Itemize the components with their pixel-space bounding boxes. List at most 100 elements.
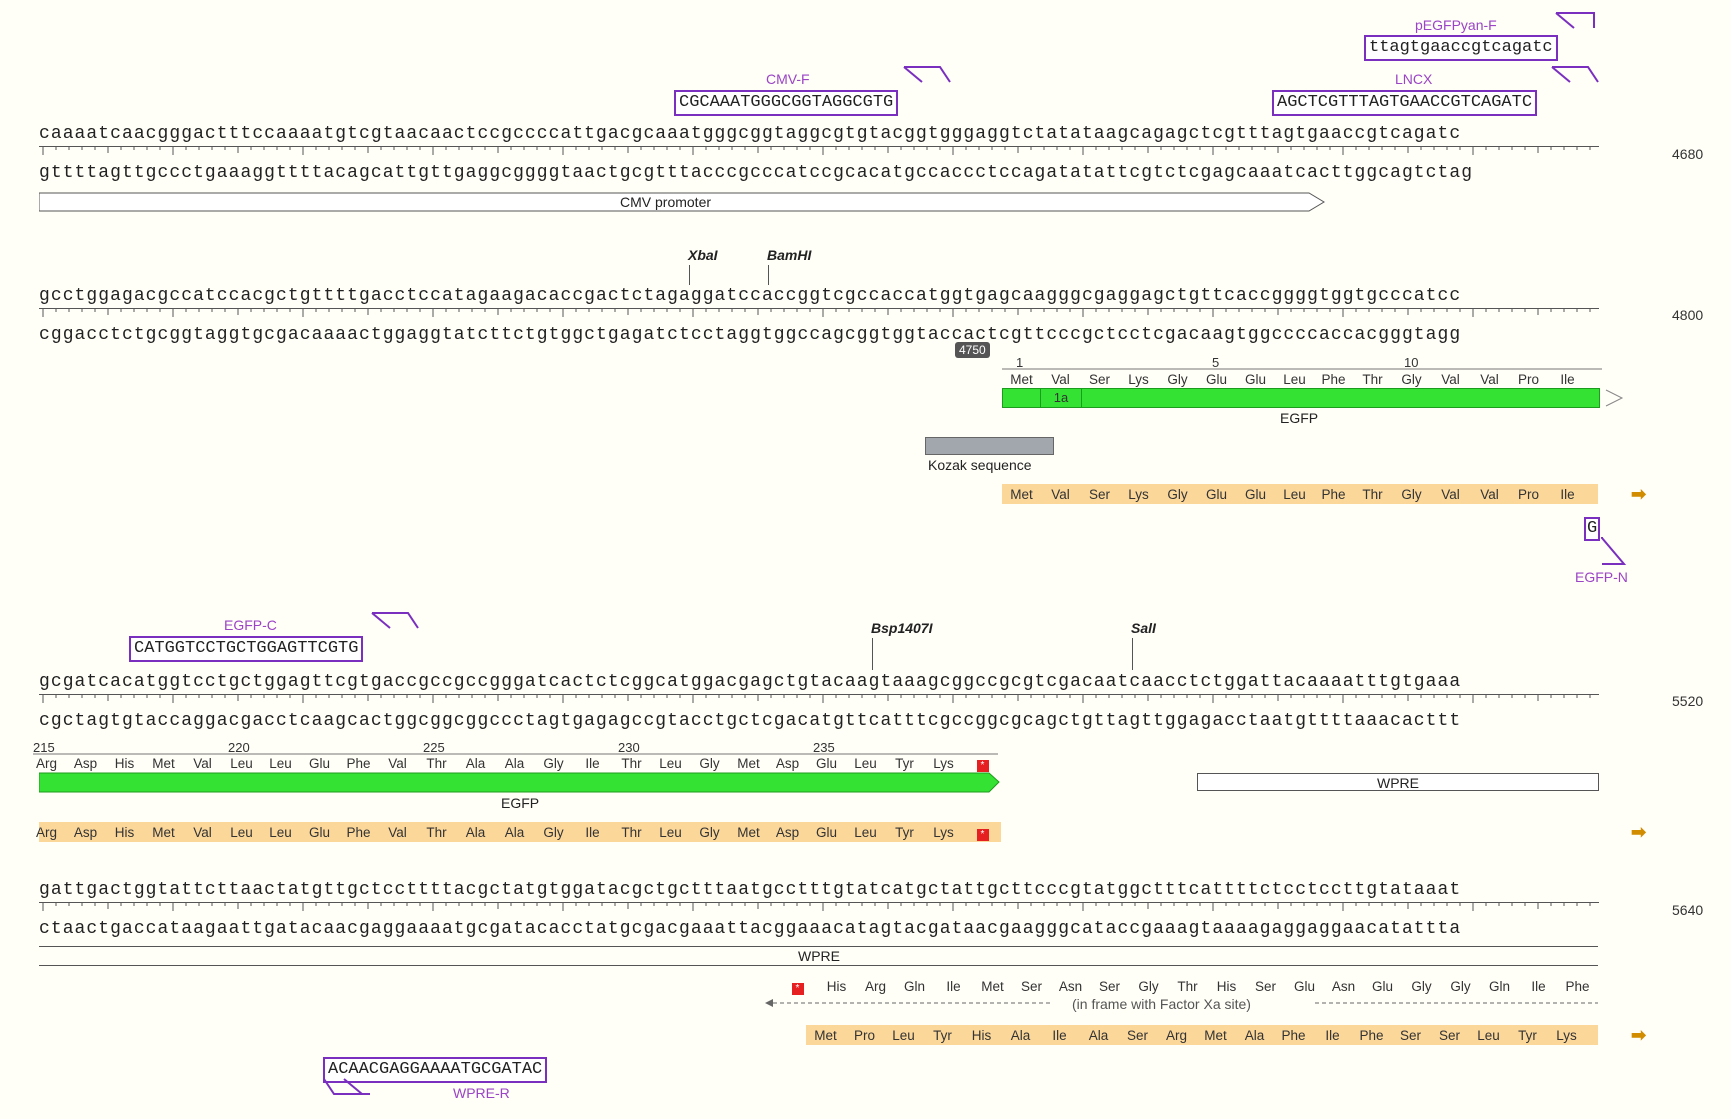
amino-acid: Met	[1010, 372, 1033, 387]
amino-acid: Val	[1051, 372, 1070, 387]
amino-acid: Ile	[585, 825, 600, 840]
dna-top-strand[interactable]: caaaatcaacgggactttccaaaatgtcgtaacaactccg…	[39, 124, 1462, 144]
amino-acid: His	[1216, 979, 1237, 994]
aa-number: 235	[813, 740, 835, 755]
amino-acid: Met	[152, 825, 175, 840]
wpre-feature-line[interactable]	[39, 946, 1598, 966]
site-bsp1407i[interactable]: Bsp1407I	[871, 620, 933, 636]
amino-acid: Phe	[1281, 1028, 1306, 1043]
egfp-feature-bar[interactable]	[39, 772, 1004, 794]
amino-acid: Ile	[585, 756, 600, 771]
feature-label: Kozak sequence	[928, 457, 1032, 473]
aa-number: 5	[1212, 355, 1220, 370]
site-xbai[interactable]: XbaI	[688, 247, 718, 263]
aa-number: 225	[423, 740, 445, 755]
amino-acid: Leu	[1477, 1028, 1500, 1043]
orf-bar[interactable]	[806, 1025, 1598, 1045]
position-badge: 4750	[955, 342, 990, 358]
amino-acid: Tyr	[1518, 1028, 1537, 1043]
amino-acid: Arg	[1165, 1028, 1187, 1043]
amino-acid: Ser	[1254, 979, 1276, 994]
dna-top-strand[interactable]: gcctggagacgccatccacgctgttttgacctccatagaa…	[39, 286, 1462, 306]
amino-acid: Leu	[659, 756, 682, 771]
aa-number: 220	[228, 740, 250, 755]
site-sali[interactable]: SalI	[1131, 620, 1156, 636]
sequence-ruler	[39, 694, 1599, 703]
amino-acid: Asp	[775, 756, 800, 771]
stop-codon-icon: *	[778, 979, 817, 995]
egfp-1a-segment: 1a	[1040, 388, 1082, 408]
amino-acid: Met	[814, 1028, 837, 1043]
sequence-ruler	[39, 146, 1599, 155]
dna-bottom-strand[interactable]: ctaactgaccataagaattgatacaacgaggaaaatgcga…	[39, 919, 1462, 939]
amino-acid: Phe	[346, 825, 371, 840]
amino-acid: Val	[388, 825, 407, 840]
amino-acid: Val	[1441, 372, 1460, 387]
amino-acid: Glu	[1244, 372, 1266, 387]
primer-seq-lncx[interactable]: AGCTCGTTTAGTGAACCGTCAGATC	[1272, 90, 1538, 116]
kozak-feature-bar[interactable]	[925, 437, 1054, 455]
primer-seq-egfp-n[interactable]: G	[1584, 517, 1601, 541]
amino-acid: Tyr	[895, 825, 914, 840]
dna-top-strand[interactable]: gcgatcacatggtcctgctggagttcgtgaccgccgccgg…	[39, 672, 1462, 692]
amino-acid: Gly	[1167, 487, 1188, 502]
dna-bottom-strand[interactable]: cgctagtgtaccaggacgacctcaagcactggcggcggcc…	[39, 711, 1462, 731]
reverse-frame-line	[765, 999, 1598, 1007]
orf-continues-arrow: ➡	[1631, 484, 1647, 504]
amino-acid: Thr	[426, 756, 447, 771]
amino-acid: Tyr	[895, 756, 914, 771]
orf-continues-arrow: ➡	[1631, 822, 1647, 842]
primer-seq-egfp-c[interactable]: CATGGTCCTGCTGGAGTTCGTG	[129, 636, 364, 662]
feature-label: EGFP	[501, 795, 540, 811]
cmv-promoter-feature[interactable]	[39, 192, 1329, 212]
egfp-feature-bar[interactable]	[1002, 388, 1600, 408]
dna-top-strand[interactable]: gattgactggtattcttaactatgttgctccttttacgct…	[39, 880, 1462, 900]
site-bamhi-line	[768, 265, 769, 285]
aa-number: 230	[618, 740, 640, 755]
amino-acid: Ala	[465, 825, 486, 840]
orf-bar[interactable]	[1002, 484, 1598, 504]
amino-acid: Thr	[1362, 487, 1383, 502]
amino-acid: Leu	[854, 756, 877, 771]
amino-acid: Gln	[903, 979, 925, 994]
orf-continues-arrow: ➡	[1631, 1025, 1647, 1045]
dna-bottom-strand[interactable]: cggacctctgcggtaggtgcgacaaaactggaggtatctt…	[39, 325, 1462, 345]
amino-acid: Lys	[1128, 372, 1149, 387]
amino-acid: Gly	[1167, 372, 1188, 387]
aa-ruler	[1002, 368, 1602, 370]
aa-number: 215	[33, 740, 55, 755]
amino-acid: Phe	[1321, 487, 1346, 502]
amino-acid: Leu	[892, 1028, 915, 1043]
primer-seq-cmv-f[interactable]: CGCAAATGGGCGGTAGGCGTG	[674, 90, 899, 116]
wpre-feature-bar[interactable]	[1197, 773, 1599, 791]
amino-acid: His	[114, 756, 135, 771]
amino-acid: Glu	[1205, 372, 1227, 387]
amino-acid: Thr	[426, 825, 447, 840]
primer-seq-wpre-r[interactable]: ACAACGAGGAAAATGCGATAC	[323, 1057, 548, 1083]
orf-bar[interactable]	[39, 822, 1001, 842]
amino-acid: Tyr	[933, 1028, 952, 1043]
site-bamhi[interactable]: BamHI	[767, 247, 812, 263]
dna-bottom-strand[interactable]: gttttagttgccctgaaaggttttacagcattgttgaggc…	[39, 163, 1474, 183]
amino-acid: Phe	[1321, 372, 1346, 387]
primer-seq-pegfpyan-f[interactable]: ttagtgaaccgtcagatc	[1364, 35, 1558, 61]
primer-arrow-pegfpyan-f	[1555, 12, 1595, 29]
site-xbai-line	[689, 265, 690, 285]
amino-acid: Ser	[1098, 979, 1120, 994]
amino-acid: Phe	[1565, 979, 1590, 994]
sequence-ruler	[39, 308, 1599, 317]
amino-acid: Pro	[1517, 487, 1539, 502]
amino-acid: Glu	[1244, 487, 1266, 502]
amino-acid: Lys	[933, 756, 954, 771]
primer-name-egfp-c: EGFP-C	[224, 617, 277, 633]
amino-acid: Phe	[346, 756, 371, 771]
amino-acid: Met	[737, 825, 760, 840]
amino-acid: Glu	[308, 756, 330, 771]
primer-name-lncx: LNCX	[1395, 71, 1433, 87]
